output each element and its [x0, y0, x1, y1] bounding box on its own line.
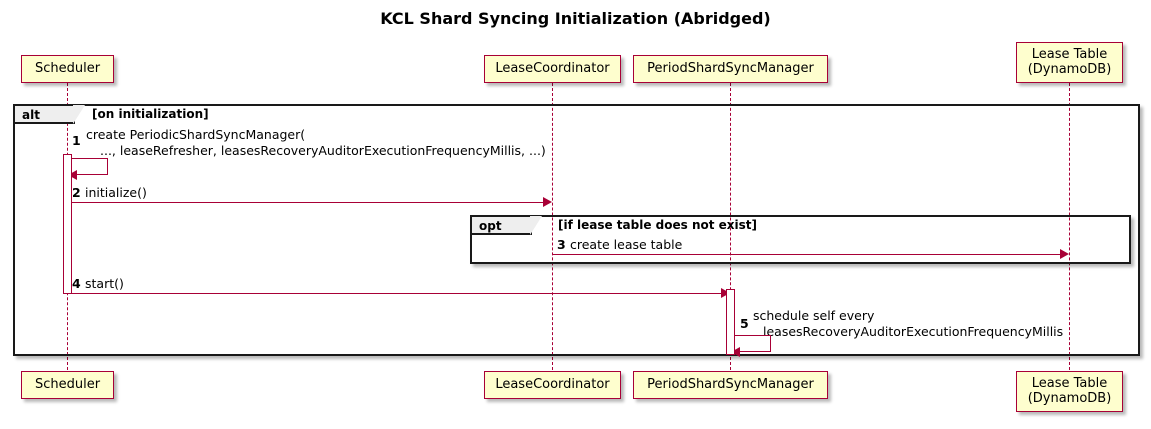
participant-leasecoordinator-top[interactable]: LeaseCoordinator [484, 55, 621, 83]
participant-scheduler-bottom[interactable]: Scheduler [21, 371, 114, 399]
activation-periodshardsyncmanager [726, 289, 735, 355]
message-2-text-line1: initialize() [85, 185, 147, 200]
diagram-title: KCL Shard Syncing Initialization (Abridg… [380, 9, 771, 28]
message-4-arrowhead [721, 288, 730, 298]
participant-leasetable-label-line2: (DynamoDB) [1027, 61, 1112, 77]
participant-scheduler-label: Scheduler [34, 60, 101, 76]
lifeline-periodshardsyncmanager [730, 83, 731, 370]
message-3-arrowhead [1060, 249, 1069, 259]
participant-leasecoordinator-bottom[interactable]: LeaseCoordinator [484, 371, 621, 399]
fragment-alt [13, 104, 1140, 356]
participant-leasetable-top[interactable]: Lease Table (DynamoDB) [1016, 42, 1123, 83]
fragment-opt [470, 215, 1131, 264]
message-1-self-loop [68, 158, 108, 175]
message-4-number: 4 [72, 276, 81, 291]
message-4-text-line1: start() [85, 276, 124, 291]
message-3-label: create lease table [570, 237, 682, 253]
message-3-line [553, 254, 1061, 255]
message-5-label: schedule self every leasesRecoveryAudito… [753, 308, 1063, 339]
message-1-text-line1: create PeriodicShardSyncManager( [86, 127, 306, 142]
message-3-text-line1: create lease table [570, 237, 683, 252]
participant-scheduler-label-bottom: Scheduler [34, 376, 101, 392]
fragment-alt-guard: [on initialization] [92, 107, 209, 121]
message-3-number: 3 [557, 237, 566, 252]
participant-periodshardsyncmanager-top[interactable]: PeriodShardSyncManager [633, 55, 828, 83]
participant-periodshardsyncmanager-label-bottom: PeriodShardSyncManager [647, 376, 814, 392]
message-2-arrowhead [543, 197, 552, 207]
participant-periodshardsyncmanager-bottom[interactable]: PeriodShardSyncManager [633, 371, 828, 399]
message-5-number: 5 [740, 316, 749, 331]
message-5-self-loop [731, 335, 771, 352]
participant-leasetable-label-line1: Lease Table [1031, 46, 1108, 62]
fragment-alt-operator-label: alt [22, 108, 40, 122]
participant-leasetable-bottom[interactable]: Lease Table (DynamoDB) [1016, 371, 1123, 412]
message-4-label: start() [85, 276, 124, 292]
message-2-line [72, 202, 544, 203]
lifeline-leasetable [1069, 83, 1070, 370]
fragment-opt-operator-label: opt [479, 219, 502, 233]
participant-periodshardsyncmanager-label: PeriodShardSyncManager [647, 60, 814, 76]
message-1-number: 1 [72, 133, 81, 148]
participant-leasecoordinator-label: LeaseCoordinator [495, 60, 610, 76]
participant-leasetable-label-line2-bottom: (DynamoDB) [1027, 390, 1112, 406]
message-1-text-line2: ..., leaseRefresher, leasesRecoveryAudit… [100, 142, 546, 158]
message-5-arrowhead [731, 347, 740, 357]
participant-leasetable-label-line1-bottom: Lease Table [1031, 375, 1108, 391]
lifeline-leasecoordinator [552, 83, 553, 370]
fragment-alt-operator-tab: alt [15, 105, 85, 124]
message-2-number: 2 [72, 185, 81, 200]
message-5-text-line1: schedule self every [753, 308, 875, 323]
message-1-label: create PeriodicShardSyncManager( ..., le… [86, 127, 546, 158]
message-2-label: initialize() [85, 185, 147, 201]
activation-scheduler [63, 154, 72, 294]
message-5-text-line2: leasesRecoveryAuditorExecutionFrequencyM… [763, 323, 1064, 339]
fragment-opt-guard: [if lease table does not exist] [558, 218, 758, 232]
participant-leasecoordinator-label-bottom: LeaseCoordinator [495, 376, 610, 392]
fragment-opt-operator-tab: opt [472, 216, 542, 235]
message-4-line [72, 293, 722, 294]
message-1-arrowhead [68, 170, 77, 180]
participant-scheduler-top[interactable]: Scheduler [21, 55, 114, 83]
